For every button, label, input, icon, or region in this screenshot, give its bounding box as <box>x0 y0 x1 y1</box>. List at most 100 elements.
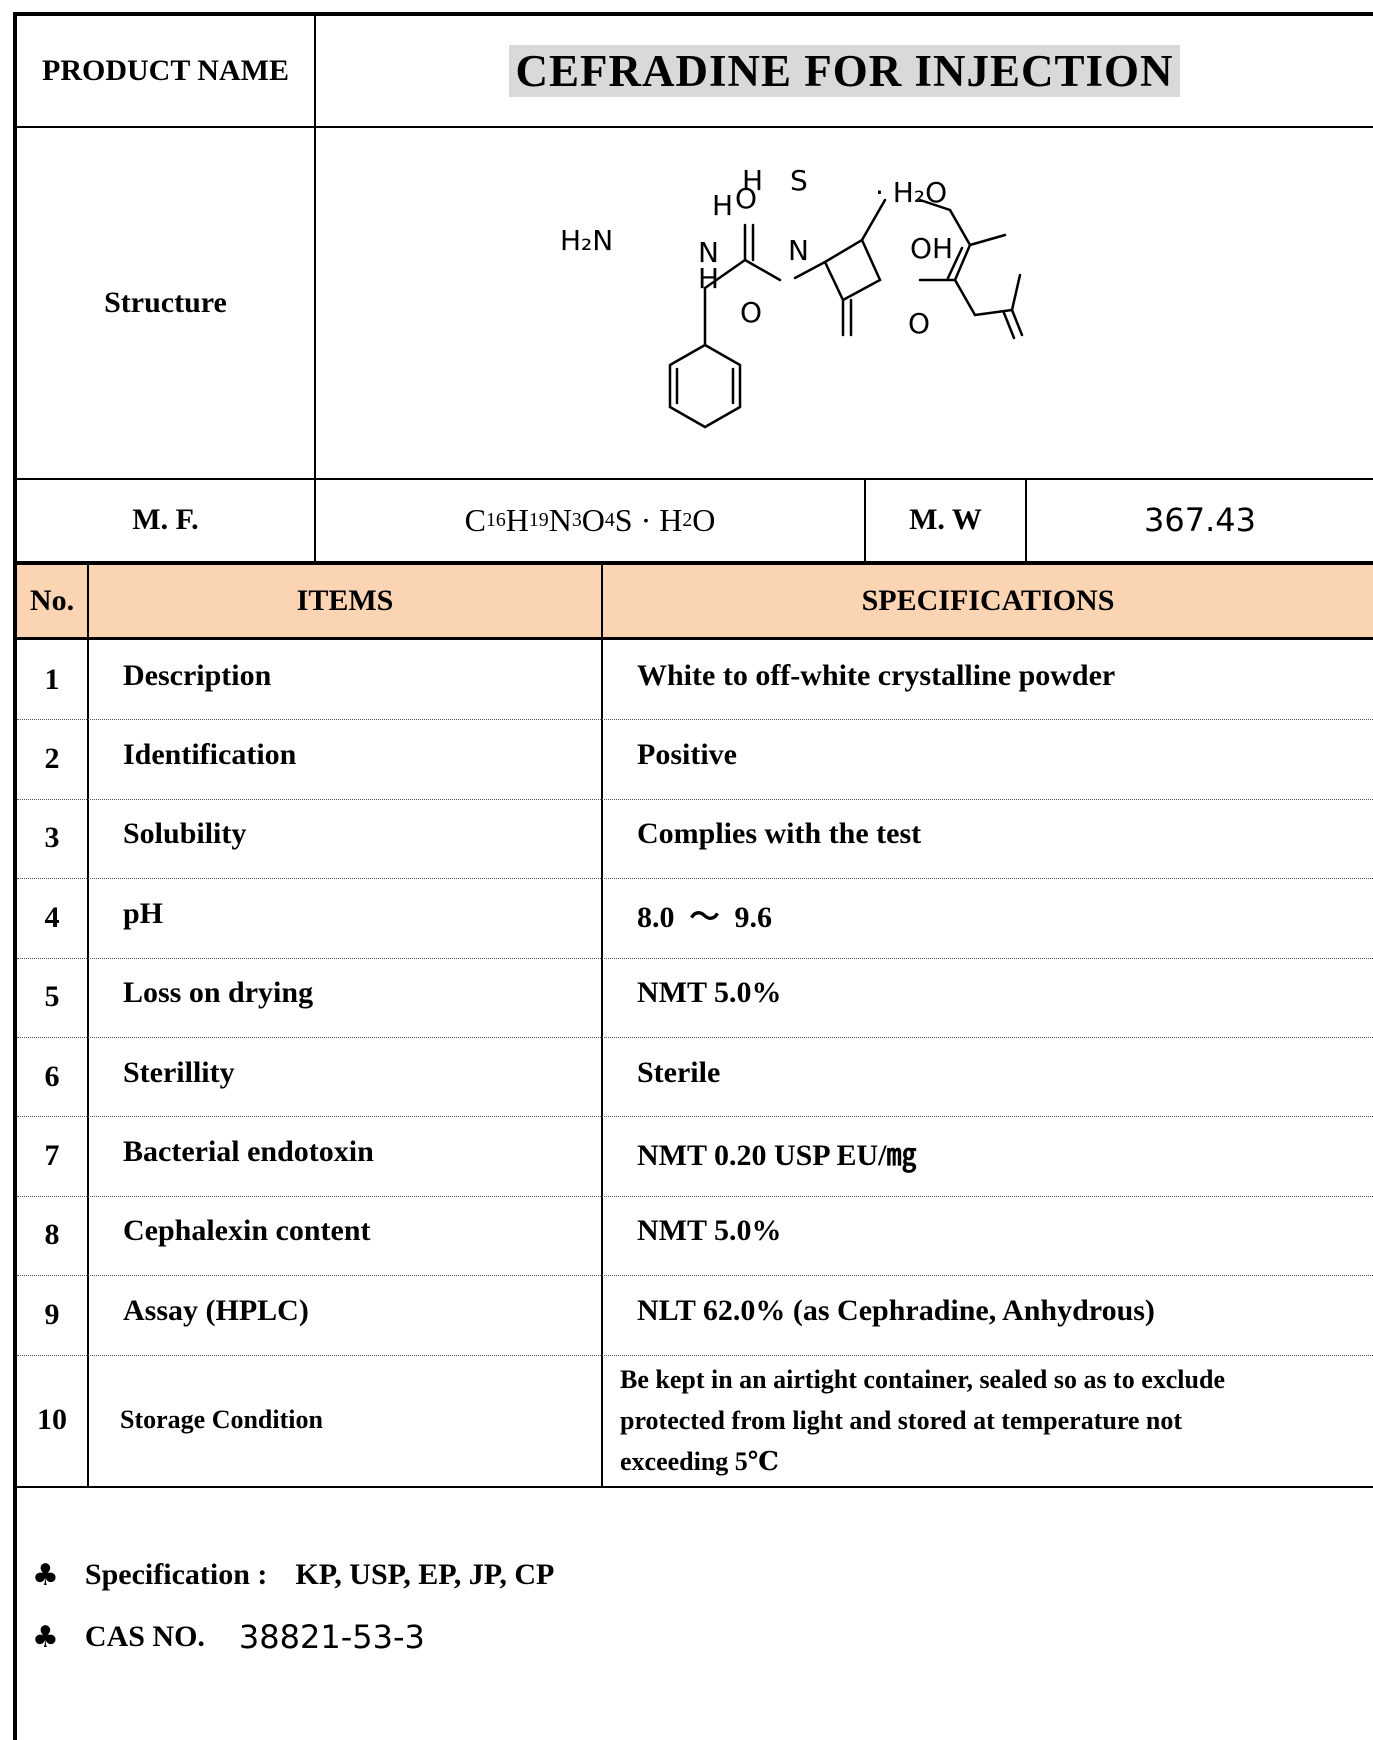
bond <box>918 198 952 212</box>
divider <box>601 565 603 1487</box>
divider <box>13 478 1373 480</box>
row-divider <box>17 1037 1373 1038</box>
row-item: pH <box>123 896 164 930</box>
row-spec: NMT 5.0% <box>637 976 782 1010</box>
atom-h-2: H <box>742 164 763 197</box>
atom-oh: OH <box>910 232 953 265</box>
atom-n-ring: N <box>788 234 809 267</box>
product-name-label: PRODUCT NAME <box>42 54 289 87</box>
row-divider <box>17 1116 1373 1118</box>
row-spec: NMT 5.0% <box>637 1214 782 1248</box>
divider <box>87 565 89 1487</box>
row-item: Identification <box>123 738 297 772</box>
header-no: No. <box>29 584 75 617</box>
row-divider <box>17 1275 1373 1277</box>
bond <box>703 258 747 290</box>
atom-o-lactam: O <box>740 296 762 329</box>
row-number: 7 <box>44 1139 60 1173</box>
divider <box>13 637 1373 640</box>
row-divider <box>17 719 1373 721</box>
row-spec-line: protected from light and stored at tempe… <box>620 1405 1183 1435</box>
cas-label: CAS NO. <box>84 1620 205 1653</box>
bond <box>948 208 972 247</box>
atom-o-carbonyl: O <box>735 182 757 215</box>
row-number: 4 <box>44 900 60 934</box>
bond <box>953 243 972 282</box>
row-item: Solubility <box>123 817 247 851</box>
double-bond <box>1002 311 1016 340</box>
row-spec: Positive <box>637 738 737 772</box>
divider <box>1025 478 1027 562</box>
chemical-structure: H₂N O H H N H S N O · H₂O OH O <box>560 164 1024 429</box>
double-bond <box>946 246 964 280</box>
atom-nh-h: H <box>698 262 719 295</box>
row-spec: Sterile <box>637 1055 721 1089</box>
divider <box>314 16 316 478</box>
mw-label: M. W <box>909 503 982 536</box>
row-number: 10 <box>37 1403 67 1437</box>
row-item: Sterillity <box>123 1055 235 1089</box>
spec-label: Specification : <box>84 1558 268 1591</box>
ring-bond <box>668 343 742 429</box>
row-spec: NLT 62.0% (as Cephradine, Anhydrous) <box>637 1293 1155 1327</box>
row-number: 6 <box>44 1059 60 1093</box>
row-spec-line: Be kept in an airtight container, sealed… <box>620 1364 1225 1394</box>
divider <box>314 478 316 562</box>
row-divider <box>17 957 1373 959</box>
product-title: CEFRADINE FOR INJECTION <box>509 45 1180 97</box>
row-spec-line: exceeding 5℃ <box>620 1446 779 1476</box>
footer-spec: ♣ Specification : KP, USP, EP, JP, CP <box>32 1550 554 1600</box>
row-spec: Complies with the test <box>637 817 922 851</box>
row-number: 5 <box>44 980 60 1014</box>
footer-cas: ♣ CAS NO. 38821-53-3 <box>32 1612 425 1662</box>
divider <box>13 1486 1373 1488</box>
atom-h: H <box>712 189 733 222</box>
row-item: Description <box>123 658 272 692</box>
hydrate: · H₂O <box>875 176 947 209</box>
row-item: Assay (HPLC) <box>123 1293 309 1327</box>
row-number: 3 <box>44 821 60 855</box>
atom-s: S <box>790 164 808 197</box>
product-title-cell: CEFRADINE FOR INJECTION <box>316 16 1373 126</box>
header-specs: SPECIFICATIONS <box>861 584 1115 617</box>
cas-value: 38821-53-3 <box>238 1618 425 1656</box>
mw-value: 367.43 <box>1144 501 1256 539</box>
document-frame <box>13 12 1373 1740</box>
row-number: 8 <box>44 1218 60 1252</box>
bond <box>793 260 827 280</box>
club-suit-icon: ♣ <box>32 1619 59 1655</box>
club-suit-icon: ♣ <box>32 1557 59 1593</box>
row-item: Loss on drying <box>123 976 314 1010</box>
row-number: 9 <box>44 1297 60 1331</box>
row-item: Storage Condition <box>120 1405 323 1435</box>
spec-value: KP, USP, EP, JP, CP <box>295 1558 555 1591</box>
atom-nh-n: N <box>698 236 719 269</box>
row-spec: NMT 0.20 USP EU/㎎ <box>637 1139 917 1173</box>
row-item: Cephalexin content <box>123 1214 371 1248</box>
bond <box>743 258 782 282</box>
row-divider <box>17 878 1373 880</box>
divider <box>13 561 1373 565</box>
row-spec: 8.0 ～ 9.6 <box>637 900 772 934</box>
bond <box>973 308 1014 317</box>
table-header-bg <box>17 565 1373 637</box>
bond <box>968 233 1007 247</box>
header-items: ITEMS <box>296 584 394 617</box>
atom-o-acid: O <box>908 307 930 340</box>
row-number: 2 <box>44 742 60 776</box>
mf-label: M. F. <box>132 503 199 536</box>
bond <box>953 278 977 317</box>
row-item: Bacterial endotoxin <box>123 1135 374 1169</box>
structure-label: Structure <box>104 286 227 319</box>
row-divider <box>17 1195 1373 1197</box>
bond <box>1010 308 1024 337</box>
row-spec: Be kept in an airtight container, sealed… <box>620 1359 1370 1482</box>
divider <box>864 478 866 562</box>
row-divider <box>17 798 1373 800</box>
atom-amine: H₂N <box>560 224 613 257</box>
row-divider <box>17 1354 1373 1356</box>
bond <box>1010 273 1022 312</box>
row-number: 1 <box>44 662 60 696</box>
bond <box>860 198 887 242</box>
